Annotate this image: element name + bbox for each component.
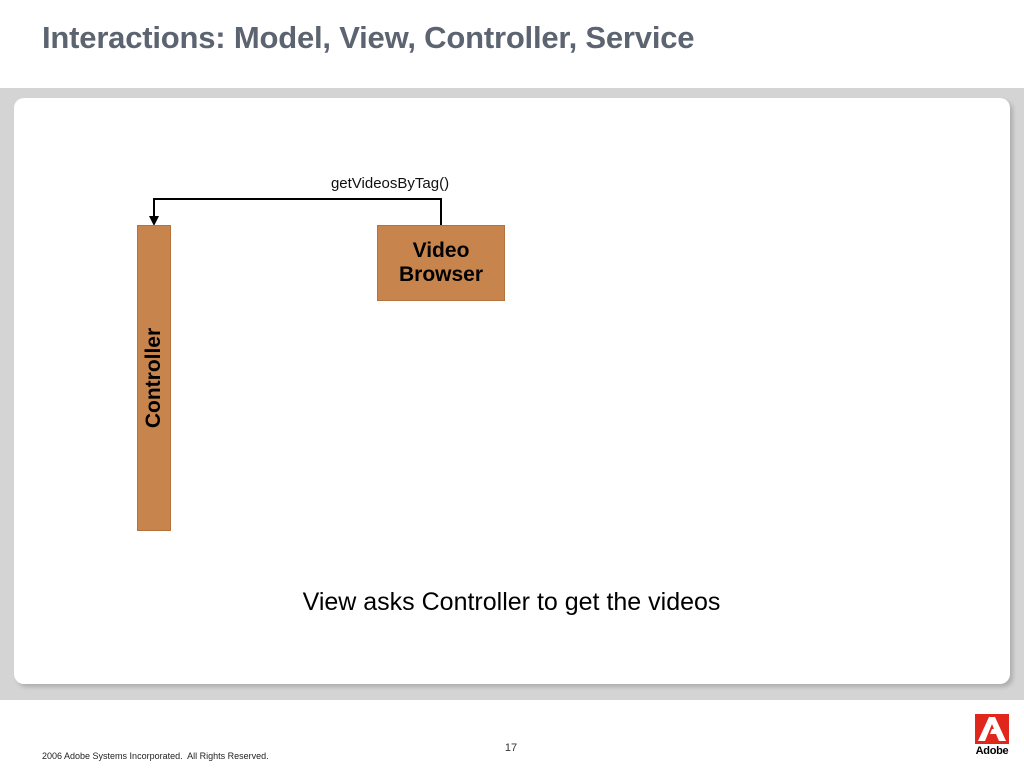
call-arrowhead xyxy=(149,216,159,226)
content-panel xyxy=(14,98,1010,684)
copyright-text: 2006 Adobe Systems Incorporated. All Rig… xyxy=(42,751,269,761)
call-connector-line xyxy=(153,198,442,225)
slide-caption: View asks Controller to get the videos xyxy=(302,588,721,616)
slide-number: 17 xyxy=(504,742,518,754)
adobe-logo-text: Adobe xyxy=(975,745,1009,757)
adobe-logo-a-glyph xyxy=(978,717,1006,741)
controller-box xyxy=(137,225,171,531)
video-browser-label-line2: Browser xyxy=(398,263,484,286)
call-label: getVideosByTag() xyxy=(330,175,450,192)
video-browser-label: Video Browser xyxy=(399,239,483,287)
controller-label: Controller xyxy=(142,327,165,429)
slide-title: Interactions: Model, View, Controller, S… xyxy=(42,20,695,55)
video-browser-label-line1: Video xyxy=(412,239,470,262)
adobe-logo: Adobe xyxy=(972,714,1012,760)
video-browser-box: Video Browser xyxy=(377,225,505,301)
adobe-logo-icon xyxy=(975,714,1009,744)
